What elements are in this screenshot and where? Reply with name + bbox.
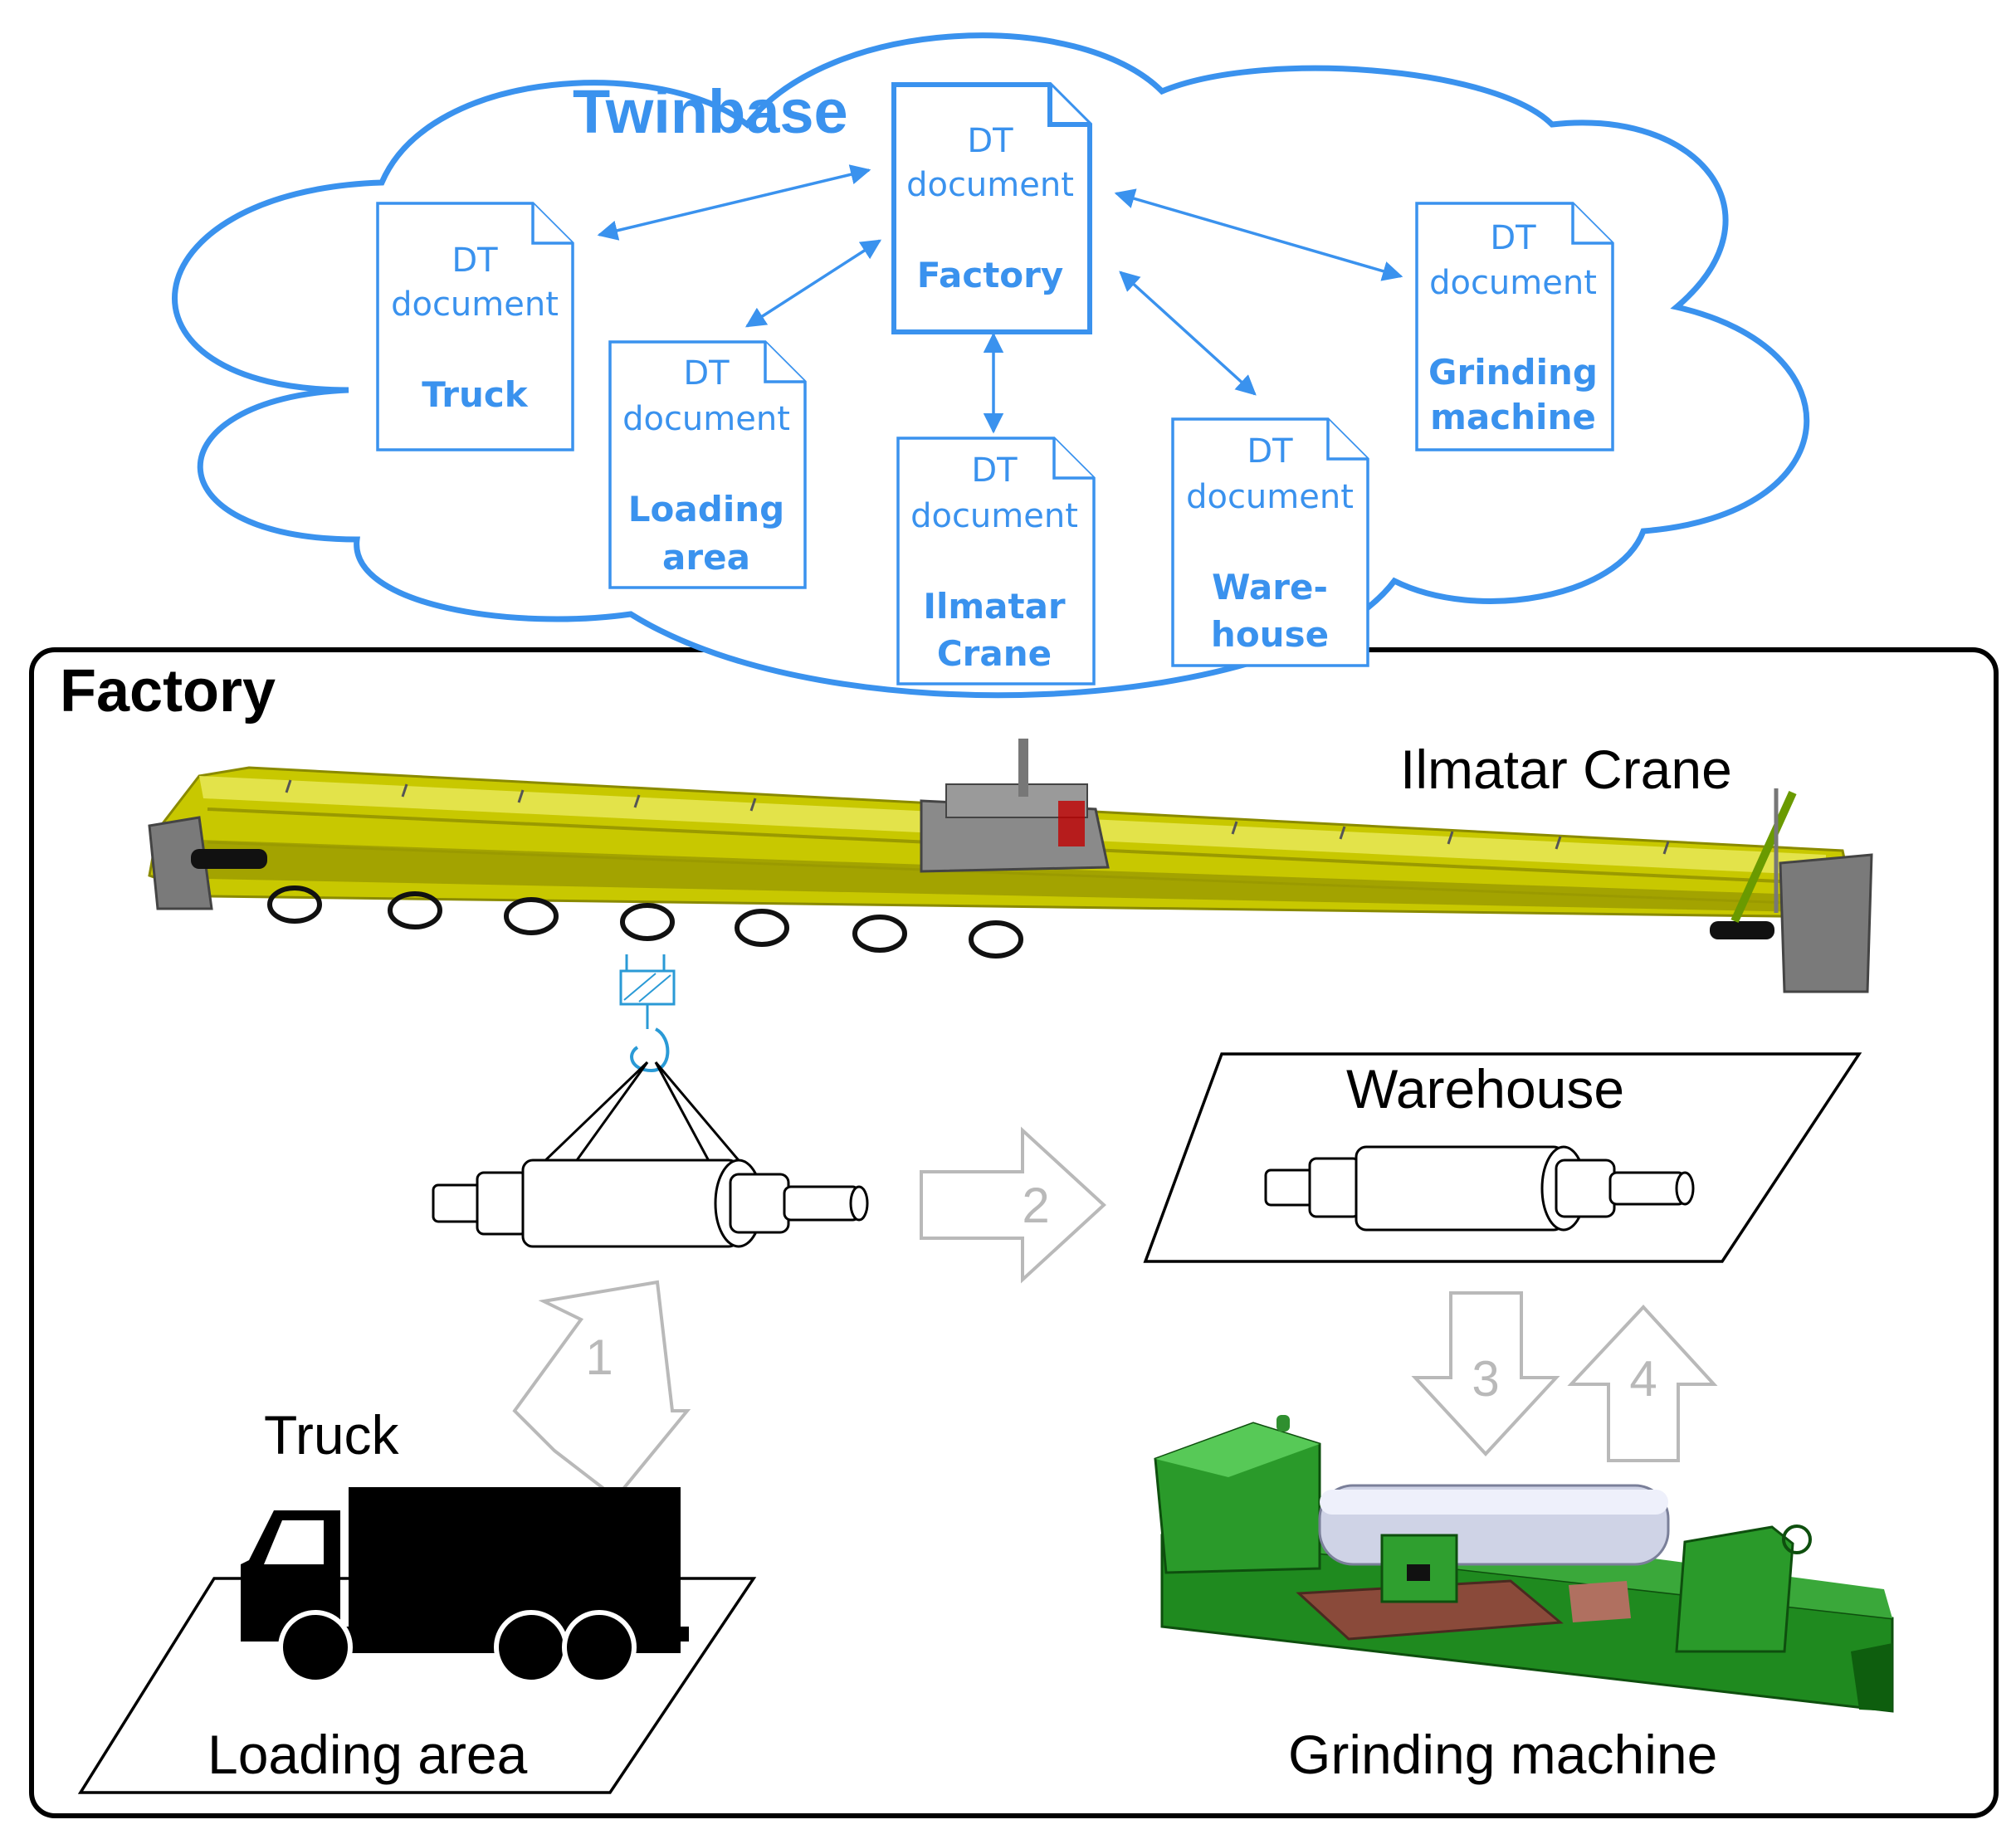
dt-document-warehouse[interactable]: DT document Ware- house (1171, 417, 1369, 667)
grinding-machine-illustration (1154, 1415, 1894, 1713)
dt-document-truck[interactable]: DT document Truck (376, 202, 574, 451)
label-grinding-machine: Grinding machine (1288, 1724, 1717, 1785)
link-factory-truck (597, 164, 871, 241)
doc-name-2: house (1211, 614, 1329, 655)
step-arrow-1: 1 (512, 1280, 691, 1500)
doc-line-document: document (391, 285, 559, 324)
step-number-1: 1 (585, 1329, 613, 1385)
doc-line-document: document (906, 166, 1074, 204)
link-factory-warehouse (1119, 271, 1257, 396)
doc-name-2: Crane (937, 633, 1052, 674)
doc-name: Ware- (1212, 567, 1328, 607)
factory-title: Factory (60, 658, 276, 724)
truck-icon (241, 1487, 689, 1685)
hanging-roll (432, 1061, 869, 1248)
ilmatar-crane-illustration (148, 739, 1873, 993)
link-factory-grinding (1114, 188, 1403, 281)
doc-name-2: area (662, 537, 750, 578)
dt-document-grinding-machine[interactable]: DT document Grinding machine (1415, 202, 1614, 451)
label-truck: Truck (264, 1404, 400, 1466)
crane-hook (619, 954, 676, 1073)
dt-document-ilmatar-crane[interactable]: DT document Ilmatar Crane (896, 437, 1096, 685)
dt-document-loading-area[interactable]: DT document Loading area (608, 340, 807, 589)
step-arrow-3: 3 (1411, 1291, 1560, 1456)
step-arrow-4: 4 (1567, 1305, 1718, 1462)
link-factory-loading (744, 239, 882, 328)
label-ilmatar-crane: Ilmatar Crane (1400, 739, 1732, 800)
doc-name: Ilmatar (923, 586, 1066, 627)
doc-name: Factory (917, 255, 1064, 295)
step-number-4: 4 (1629, 1351, 1657, 1407)
doc-line-dt: DT (683, 354, 730, 393)
warehouse-roll (1264, 1145, 1695, 1232)
doc-line-document: document (622, 400, 790, 438)
step-number-2: 2 (1022, 1178, 1049, 1233)
dt-document-factory[interactable]: DT document Factory (891, 82, 1092, 334)
label-loading-area: Loading area (207, 1724, 528, 1785)
doc-line-document: document (1186, 478, 1354, 516)
doc-line-document: document (910, 497, 1078, 535)
doc-line-dt: DT (971, 451, 1018, 490)
doc-name: Truck (422, 374, 529, 415)
step-number-3: 3 (1472, 1351, 1499, 1407)
twinbase-title: Twinbase (573, 77, 848, 146)
label-warehouse: Warehouse (1346, 1058, 1624, 1120)
doc-name: Grinding (1428, 352, 1598, 393)
document-links (597, 164, 1403, 434)
doc-line-dt: DT (1490, 219, 1536, 257)
doc-line-dt: DT (1247, 432, 1293, 471)
doc-name-2: machine (1430, 397, 1596, 437)
doc-line-document: document (1429, 264, 1597, 302)
step-arrow-2: 2 (920, 1126, 1106, 1284)
doc-name: Loading (628, 489, 784, 529)
doc-line-dt: DT (452, 241, 498, 280)
doc-line-dt: DT (967, 122, 1013, 160)
